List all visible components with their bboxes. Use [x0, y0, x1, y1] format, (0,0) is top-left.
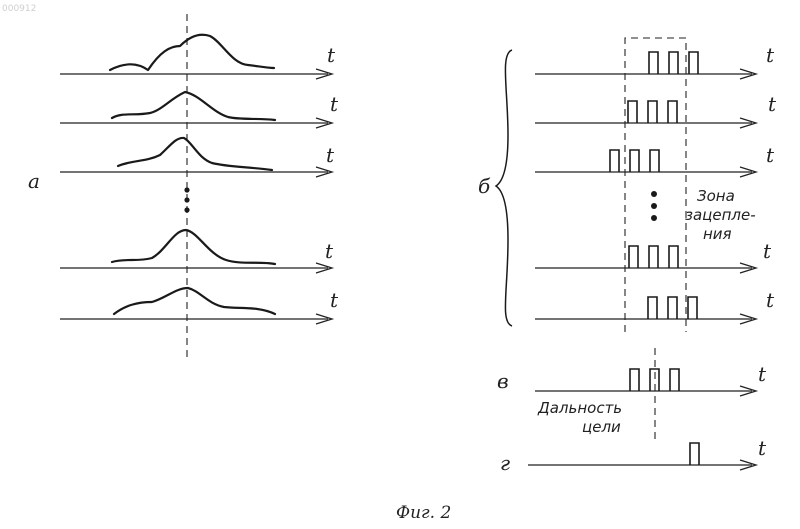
panel-v-label: в: [497, 369, 509, 393]
panel-v-axis: [535, 386, 756, 396]
panel-a-signal-curve-4: [112, 230, 275, 264]
panel-b-axis-5: [535, 314, 756, 324]
panel-a-axis-2: [60, 118, 332, 128]
panel-b-axis-4: [535, 263, 756, 273]
panel-g-axis: [528, 460, 756, 470]
capture-zone-label-line-1: Зона: [697, 187, 735, 205]
panel-b-axis-4-t-label: t: [763, 239, 772, 263]
panel-b-pulse-train-2: [628, 101, 677, 123]
figure-caption: Фиг. 2: [396, 503, 451, 523]
panel-b-pulse-train-1: [649, 52, 698, 74]
panel-a-axis-1-t-label: t: [327, 43, 336, 67]
panel-b-axis-5-t-label: t: [766, 288, 775, 312]
panel-b-pulse-train-5: [648, 297, 697, 319]
panel-g-t-label: t: [758, 436, 767, 460]
panel-b-axis-1-t-label: t: [766, 43, 775, 67]
panel-a-axis-5: [60, 314, 332, 324]
panel-a-axis-3: [60, 167, 332, 177]
capture-zone-label-line-3: ния: [703, 225, 732, 243]
panel-b-pulse-train-3: [610, 150, 659, 172]
panel-a-axis-2-t-label: t: [330, 92, 339, 116]
panel-a-axis-3-t-label: t: [326, 143, 335, 167]
panel-b-ellipsis-dots: [651, 191, 657, 221]
panel-b-axis-3: [535, 167, 756, 177]
capture-zone-label-line-2: зацепле-: [685, 206, 756, 224]
panel-a-axis-4-t-label: t: [325, 239, 334, 263]
capture-zone-dashed-frame: [625, 38, 686, 332]
panel-a-signal-curve-2: [112, 92, 275, 120]
panel-b: б t t: [478, 38, 777, 332]
panel-v: в t Дальность цели: [497, 348, 767, 440]
panel-b-axis-3-t-label: t: [766, 143, 775, 167]
panel-b-pulse-train-4: [629, 246, 678, 268]
panel-b-axis-1: [535, 69, 756, 79]
target-range-label-line-2: цели: [582, 418, 621, 436]
panel-a-ellipsis-dots: [184, 187, 189, 212]
panel-a: t t t t t а: [28, 14, 339, 358]
panel-b-axis-2-t-label: t: [768, 92, 777, 116]
panel-b-curly-brace: [496, 50, 512, 326]
panel-b-label: б: [478, 174, 491, 198]
panel-a-signal-curve-1: [110, 35, 274, 70]
panel-a-label: а: [28, 169, 40, 193]
panel-g-single-pulse: [690, 443, 699, 465]
panel-a-signal-curve-3: [118, 138, 272, 170]
panel-a-signal-curve-5: [114, 288, 275, 314]
corner-id: 000912: [2, 4, 36, 14]
panel-g: г t: [500, 436, 767, 475]
panel-a-axis-1: [60, 69, 332, 79]
target-range-label-line-1: Дальность: [537, 399, 622, 417]
panel-a-axis-4: [60, 263, 332, 273]
panel-b-axis-2: [535, 118, 756, 128]
panel-g-label: г: [500, 451, 510, 475]
panel-a-axis-5-t-label: t: [330, 288, 339, 312]
panel-v-t-label: t: [758, 362, 767, 386]
